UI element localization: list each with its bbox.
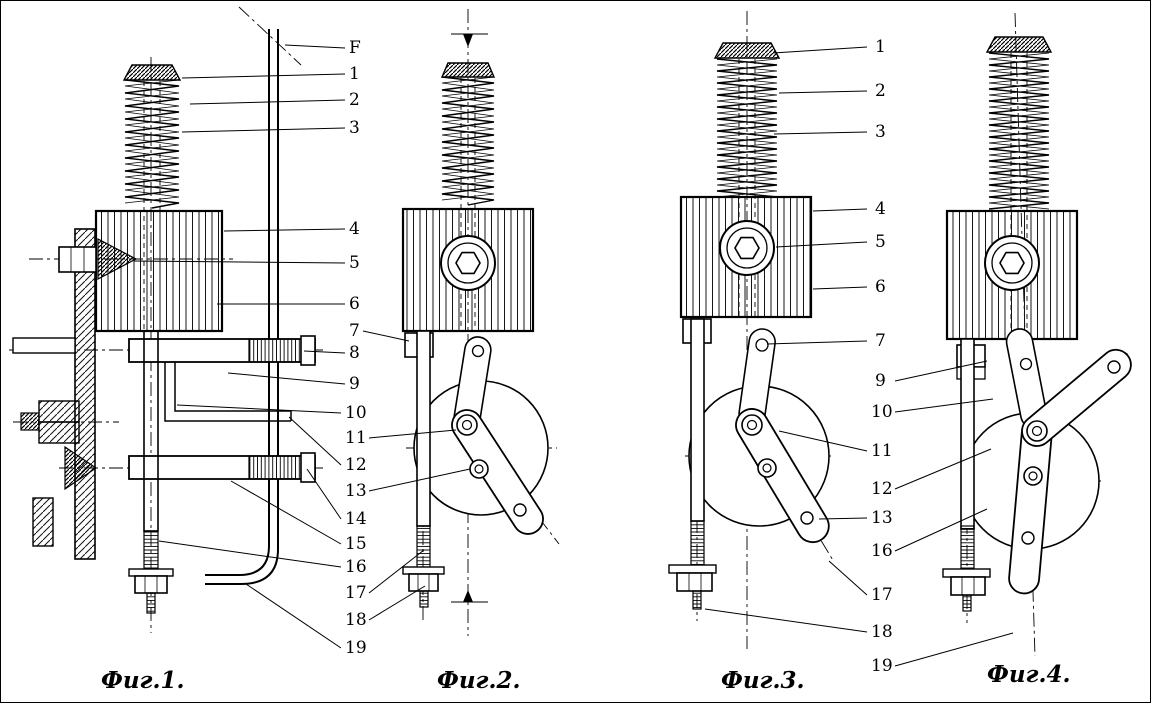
hex-socket <box>999 251 1025 275</box>
part-label: 13 <box>345 481 367 501</box>
dimension-arrow-top <box>463 34 473 47</box>
washer <box>128 568 174 577</box>
figure-4-caption: Фиг.4. <box>987 661 1071 688</box>
spring-coil <box>124 79 180 209</box>
threaded-end <box>143 530 159 572</box>
side-bolt <box>58 246 97 273</box>
pivot-bolt <box>984 235 1040 291</box>
part-label: 8 <box>349 343 360 363</box>
nut <box>134 575 168 594</box>
figure-3-drawing <box>668 11 835 649</box>
part-label: 7 <box>875 331 886 351</box>
spring-back <box>988 52 1050 210</box>
bent-rod <box>164 362 291 422</box>
mount-tab <box>12 337 76 354</box>
nut <box>950 576 986 596</box>
part-label: 9 <box>349 374 360 394</box>
lever-hole <box>513 503 527 517</box>
side-rod <box>960 338 975 530</box>
pivot-bolt <box>719 220 775 276</box>
spring-cap <box>122 64 182 81</box>
housing-block <box>94 209 224 333</box>
part-label: 17 <box>871 585 893 605</box>
leader-lines-right <box>704 46 1014 667</box>
figure-1-drawing <box>9 6 323 633</box>
spring-cap <box>985 36 1053 53</box>
leader-lines-left <box>133 44 471 649</box>
lever-raised <box>1021 348 1132 447</box>
part-label: 19 <box>871 656 893 676</box>
nut <box>676 572 713 592</box>
part-label: 3 <box>349 118 360 138</box>
part-label: 18 <box>871 622 893 642</box>
lever-hole <box>800 511 814 525</box>
threaded-end <box>416 525 431 570</box>
hex-socket <box>734 236 760 260</box>
figure-4-drawing <box>942 12 1132 657</box>
wedge-lower <box>64 445 98 491</box>
spring-coil <box>716 58 778 198</box>
part-label: 6 <box>875 277 886 297</box>
dimension-arrow-bottom <box>463 590 473 602</box>
part-label: 19 <box>345 638 367 658</box>
part-label: 4 <box>349 219 360 239</box>
figure-2-caption: Фиг.2. <box>437 667 521 694</box>
part-label: 11 <box>871 441 893 461</box>
part-label: 5 <box>875 232 886 252</box>
threaded-end <box>690 520 705 568</box>
lower-plate <box>32 497 54 547</box>
spring-cap <box>440 62 496 78</box>
part-label: F <box>349 38 361 58</box>
part-label: 17 <box>345 583 367 603</box>
washer <box>668 564 717 574</box>
part-label: 16 <box>345 557 367 577</box>
part-label: 6 <box>349 294 360 314</box>
figure-1-caption: Фиг.1. <box>101 667 185 694</box>
part-label: 4 <box>875 199 886 219</box>
part-label: 12 <box>345 455 367 475</box>
lever <box>451 409 544 535</box>
part-label: 12 <box>871 479 893 499</box>
part-label: 15 <box>345 534 367 554</box>
nut <box>408 573 439 592</box>
part-label: 7 <box>349 321 360 341</box>
side-rod <box>690 318 705 522</box>
part-label: 1 <box>875 37 886 57</box>
part-label: 14 <box>345 509 367 529</box>
side-rod <box>416 330 431 527</box>
part-label: 9 <box>875 371 886 391</box>
threaded-end <box>960 525 975 572</box>
part-label: 18 <box>345 610 367 630</box>
part-label: 10 <box>345 403 367 423</box>
washer <box>402 566 445 575</box>
hex-nut <box>38 400 80 423</box>
rod-f <box>205 29 270 576</box>
part-label: 13 <box>871 508 893 528</box>
part-label: 1 <box>349 64 360 84</box>
part-label: 2 <box>875 81 886 101</box>
part-label: 3 <box>875 122 886 142</box>
lever <box>735 408 830 544</box>
lever-raised-hole <box>1107 360 1121 374</box>
wedge <box>97 238 138 280</box>
part-label: 5 <box>349 253 360 273</box>
part-label: 10 <box>871 402 893 422</box>
side-plate <box>74 228 96 560</box>
lever-hole <box>1021 531 1035 545</box>
part-label: 11 <box>345 428 367 448</box>
spring-coil <box>441 76 495 206</box>
part-label: 16 <box>871 541 893 561</box>
washer <box>942 568 991 578</box>
spring-cap <box>713 42 781 59</box>
hex-socket <box>455 251 481 275</box>
figure-2-drawing <box>401 9 560 636</box>
figure-3-caption: Фиг.3. <box>721 667 805 694</box>
pivot-bolt <box>440 235 496 291</box>
part-label: 2 <box>349 90 360 110</box>
spring-coil <box>988 52 1050 210</box>
